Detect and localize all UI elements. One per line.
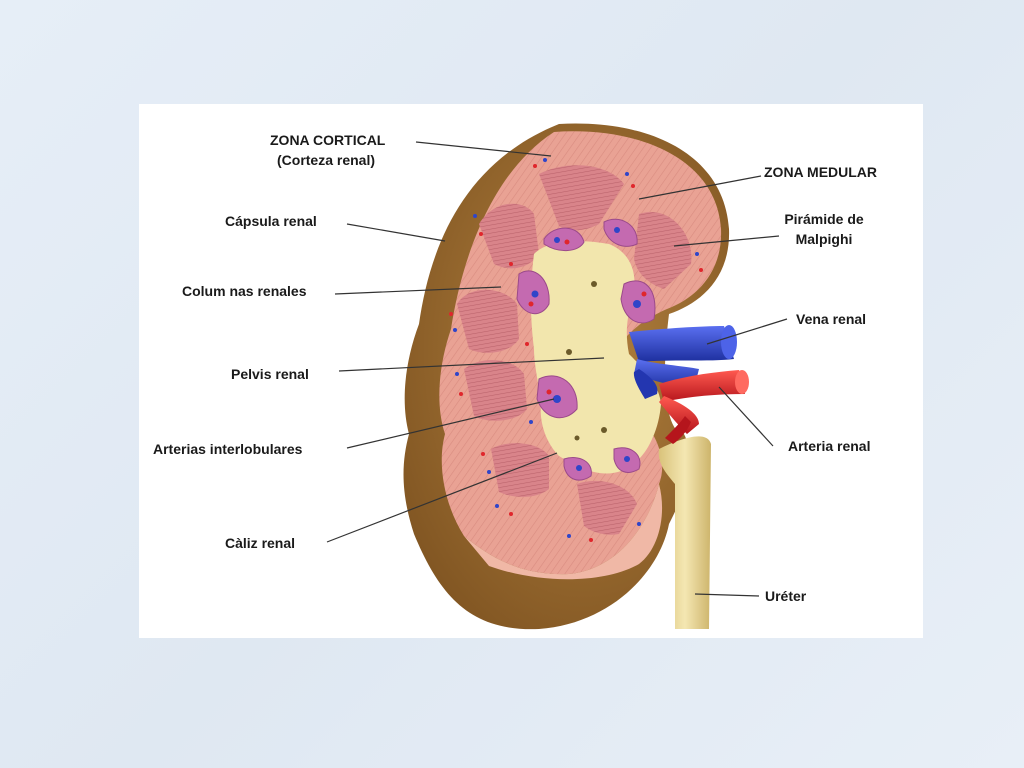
label-vena-renal: Vena renal [796, 311, 867, 327]
pelvis-spots [566, 281, 607, 441]
ureter-shape [658, 436, 711, 629]
interlobular-vessel-dots [449, 158, 703, 542]
label-caliz-renal: Càliz renal [225, 535, 296, 551]
label-piramide-de: Pirámide de [784, 211, 864, 227]
label-arteria-renal: Arteria renal [788, 438, 871, 454]
pyramids [457, 165, 692, 535]
label-zona-cortical: ZONA CORTICAL [270, 132, 386, 148]
kidney-diagram [326, 123, 788, 630]
label-corteza-renal: (Corteza renal) [277, 152, 376, 168]
label-malpighi: Malpighi [795, 231, 853, 247]
label-arterias-interlobulares: Arterias interlobulares [153, 441, 303, 457]
label-pelvis-renal: Pelvis renal [231, 366, 309, 382]
label-zona-medular: ZONA MEDULAR [764, 164, 878, 180]
renal-artery-shape [659, 370, 749, 444]
label-capsula-renal: Cápsula renal [225, 213, 317, 229]
diagram-panel: ZONA CORTICAL (Corteza renal) Cápsula re… [139, 104, 923, 638]
calyx-vessel-dots [528, 227, 647, 471]
label-ureter: Uréter [765, 588, 807, 604]
renal-vein-shape [629, 325, 737, 399]
leader-lines [326, 141, 788, 597]
label-columnas-renales: Colum nas renales [182, 283, 307, 299]
